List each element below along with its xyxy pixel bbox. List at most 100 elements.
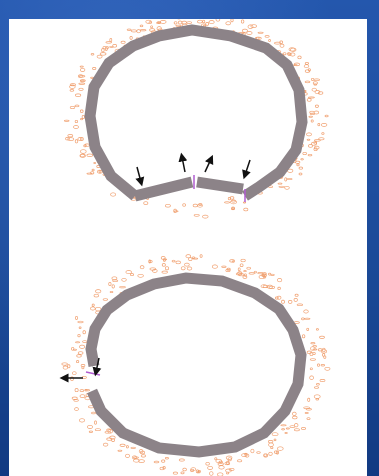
scatter-mark (93, 67, 96, 69)
scatter-mark (96, 290, 101, 293)
scatter-mark (165, 457, 168, 459)
scatter-mark (87, 154, 93, 157)
scatter-mark (244, 274, 246, 277)
scatter-mark (72, 347, 74, 350)
scatter-mark (314, 387, 318, 389)
scatter-mark (64, 120, 69, 121)
scatter-mark (251, 449, 254, 453)
scatter-mark (316, 383, 319, 385)
scatter-mark (92, 304, 94, 306)
scatter-mark (305, 62, 308, 64)
scatter-mark (310, 376, 314, 380)
scatter-mark (311, 120, 313, 122)
scatter-mark (75, 389, 78, 392)
scatter-mark (106, 42, 112, 44)
scatter-mark (87, 425, 92, 428)
scatter-mark (275, 42, 281, 44)
scatter-mark (298, 56, 301, 59)
scatter-mark (321, 123, 327, 126)
scatter-mark (299, 173, 302, 175)
scatter-mark (162, 264, 165, 267)
scatter-mark (70, 90, 74, 92)
scatter-mark (103, 299, 108, 301)
scatter-mark (70, 106, 75, 108)
scatter-mark (268, 440, 273, 442)
scatter-mark (78, 352, 83, 355)
scatter-mark (304, 318, 310, 319)
scatter-mark (78, 321, 83, 323)
scatter-mark (203, 20, 205, 23)
scatter-mark (80, 110, 83, 113)
scatter-mark (208, 466, 213, 469)
scatter-mark (222, 266, 226, 268)
scatter-mark (63, 366, 68, 369)
scatter-mark (112, 285, 114, 288)
scatter-mark (183, 204, 186, 207)
scatter-mark (265, 36, 269, 38)
scatter-mark (314, 395, 320, 399)
scatter-mark (75, 105, 79, 107)
scatter-mark (309, 116, 313, 117)
scatter-mark (308, 398, 310, 401)
scatter-mark (154, 461, 159, 463)
scatter-mark (297, 164, 299, 166)
scatter-mark (141, 455, 145, 457)
scatter-mark (314, 79, 320, 81)
scatter-mark (118, 450, 122, 451)
scatter-mark (307, 418, 310, 420)
scatter-mark (303, 152, 307, 154)
scatter-mark (322, 354, 324, 357)
scatter-mark (310, 111, 315, 113)
scatter-mark (272, 433, 278, 436)
scatter-mark (203, 215, 209, 218)
scatter-mark (83, 341, 87, 343)
scatter-mark (311, 78, 314, 80)
scatter-mark (80, 154, 84, 157)
scatter-mark (299, 167, 303, 169)
scatter-mark (126, 446, 128, 448)
scatter-mark (243, 202, 245, 203)
figure-panel (9, 19, 367, 476)
scatter-mark (308, 97, 314, 98)
scatter-mark (80, 68, 85, 71)
scatter-mark (89, 431, 92, 433)
scatter-mark (94, 162, 96, 163)
scatter-mark (134, 457, 139, 458)
scatter-mark (144, 202, 148, 205)
scatter-mark (100, 53, 106, 56)
scatter-mark (307, 328, 309, 330)
scatter-mark (277, 296, 281, 299)
scatter-mark (280, 44, 284, 47)
scatter-mark (151, 26, 153, 28)
scatter-mark (307, 139, 310, 140)
scatter-mark (269, 452, 273, 455)
scatter-mark (269, 40, 271, 42)
scatter-mark (174, 22, 177, 24)
scatter-mark (102, 49, 105, 52)
scatter-mark (310, 359, 315, 361)
scatter-mark (277, 278, 281, 281)
scatter-mark (79, 76, 85, 78)
scatter-mark (74, 126, 79, 129)
scatter-mark (310, 368, 312, 370)
top-arrow-1 (137, 167, 141, 182)
scatter-mark (172, 260, 175, 262)
scatter-mark (193, 204, 197, 207)
scatter-mark (271, 447, 273, 449)
scatter-mark (120, 444, 125, 446)
scatter-mark (206, 462, 210, 465)
scatter-mark (302, 318, 305, 320)
scatter-mark (182, 21, 186, 24)
scatter-mark (237, 460, 241, 462)
scatter-mark (290, 426, 295, 428)
scatter-mark (304, 310, 309, 313)
scatter-mark (304, 65, 309, 68)
figure-svg (9, 19, 367, 476)
scatter-mark (321, 364, 325, 366)
scatter-mark (157, 27, 161, 31)
scatter-mark (292, 412, 296, 415)
scatter-mark (286, 428, 289, 429)
scatter-mark (80, 150, 86, 154)
scatter-mark (269, 443, 274, 447)
bottom-gap (86, 372, 100, 375)
